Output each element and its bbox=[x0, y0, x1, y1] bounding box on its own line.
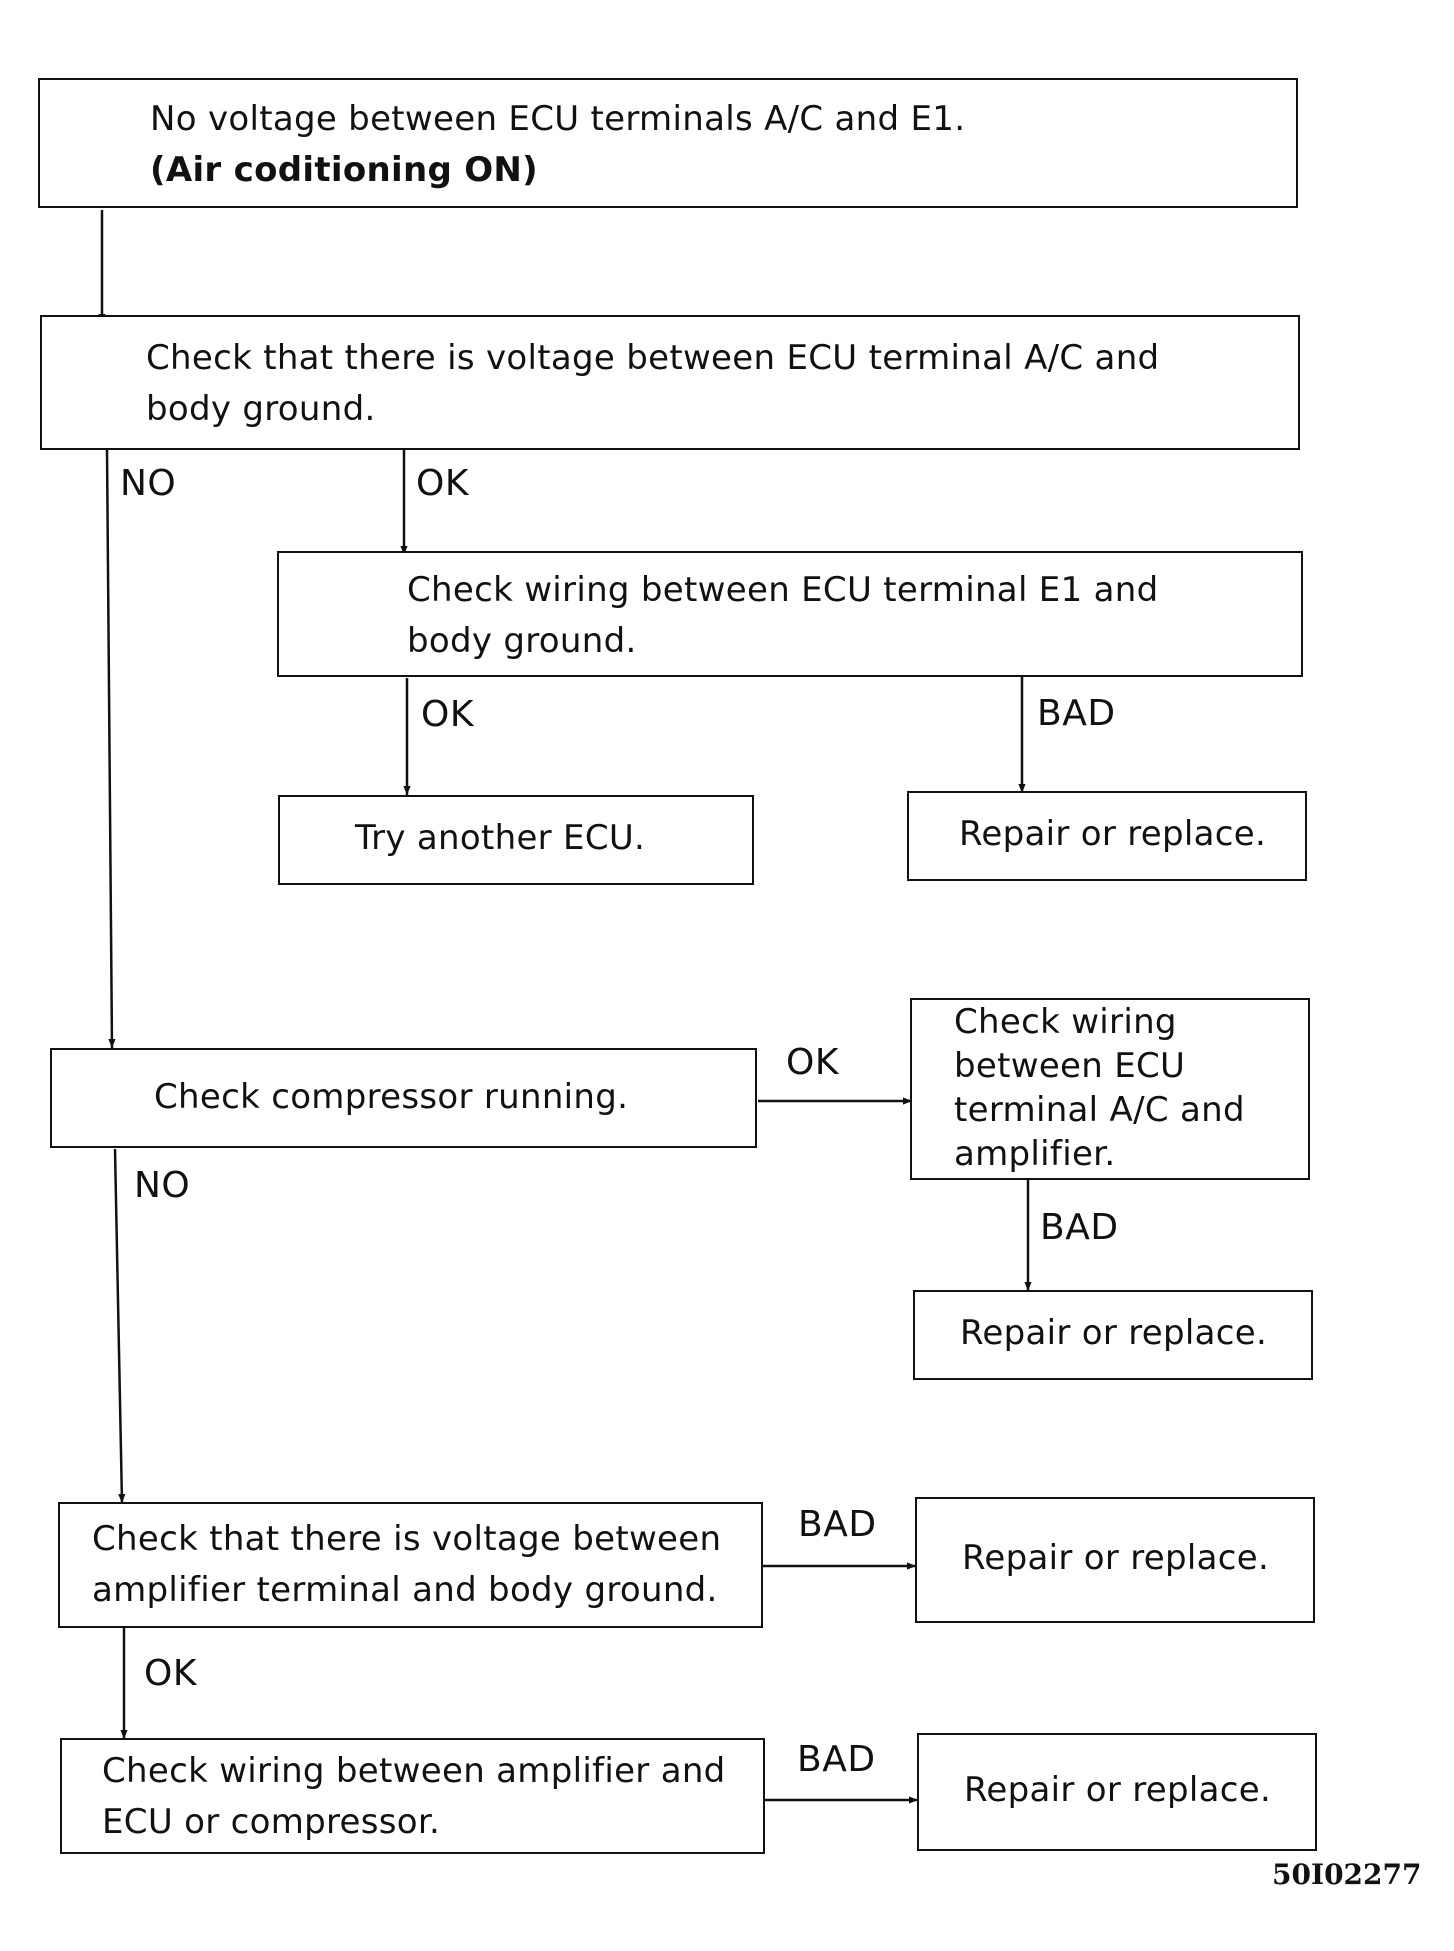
check-amp-wiring-text-2: between ECU bbox=[954, 1046, 1186, 1086]
label-bad-4: BAD bbox=[797, 1739, 876, 1780]
check-amp-ecu-wiring-text-1: Check wiring between amplifier and bbox=[102, 1751, 726, 1791]
check-amp-wiring-text-4: amplifier. bbox=[954, 1134, 1116, 1174]
check-amp-wiring-text-3: terminal A/C and bbox=[954, 1090, 1245, 1130]
start-condition-note: (Air coditioning ON) bbox=[150, 150, 539, 190]
label-bad-1: BAD bbox=[1037, 693, 1116, 734]
check-e1-wiring-text-2: body ground. bbox=[407, 621, 637, 661]
repair-box-3: Repair or replace. bbox=[915, 1497, 1315, 1623]
label-ok-1: OK bbox=[416, 463, 469, 504]
check-e1-wiring-text-1: Check wiring between ECU terminal E1 and bbox=[407, 570, 1159, 610]
label-bad-2: BAD bbox=[1040, 1207, 1119, 1248]
label-no-2: NO bbox=[134, 1165, 191, 1206]
repair-box-1: Repair or replace. bbox=[907, 791, 1307, 881]
label-ok-4: OK bbox=[144, 1653, 197, 1694]
try-another-ecu-text: Try another ECU. bbox=[355, 818, 646, 858]
repair-box-4: Repair or replace. bbox=[917, 1733, 1317, 1851]
check-compressor-box: Check compressor running. bbox=[50, 1048, 757, 1148]
label-no-1: NO bbox=[120, 463, 177, 504]
try-another-ecu-box: Try another ECU. bbox=[278, 795, 754, 885]
arrow-no-to-amp-voltage bbox=[113, 1148, 126, 1504]
start-condition-text: No voltage between ECU terminals A/C and… bbox=[150, 99, 966, 139]
repair-text-3: Repair or replace. bbox=[962, 1538, 1270, 1578]
label-bad-3: BAD bbox=[798, 1504, 877, 1545]
check-amp-wiring-box: Check wiring between ECU terminal A/C an… bbox=[910, 998, 1310, 1180]
repair-text-2: Repair or replace. bbox=[960, 1313, 1268, 1353]
repair-text-1: Repair or replace. bbox=[959, 814, 1267, 854]
figure-code: 50I02277 bbox=[1272, 1858, 1422, 1891]
check-ac-ground-text-1: Check that there is voltage between ECU … bbox=[146, 338, 1160, 378]
check-amp-voltage-box: Check that there is voltage between ampl… bbox=[58, 1502, 763, 1628]
check-compressor-text: Check compressor running. bbox=[154, 1077, 629, 1117]
check-ac-ground-text-2: body ground. bbox=[146, 389, 376, 429]
arrow-no-to-compressor bbox=[105, 449, 116, 1049]
check-e1-wiring-box: Check wiring between ECU terminal E1 and… bbox=[277, 551, 1303, 677]
check-amp-ecu-wiring-text-2: ECU or compressor. bbox=[102, 1802, 441, 1842]
repair-text-4: Repair or replace. bbox=[964, 1770, 1272, 1810]
check-amp-ecu-wiring-box: Check wiring between amplifier and ECU o… bbox=[60, 1738, 765, 1854]
check-ac-ground-box: Check that there is voltage between ECU … bbox=[40, 315, 1300, 450]
label-ok-3: OK bbox=[786, 1042, 839, 1083]
label-ok-2: OK bbox=[421, 694, 474, 735]
check-amp-voltage-text-2: amplifier terminal and body ground. bbox=[92, 1570, 718, 1610]
check-amp-voltage-text-1: Check that there is voltage between bbox=[92, 1519, 722, 1559]
repair-box-2: Repair or replace. bbox=[913, 1290, 1313, 1380]
start-condition-box: No voltage between ECU terminals A/C and… bbox=[38, 78, 1298, 208]
check-amp-wiring-text-1: Check wiring bbox=[954, 1002, 1177, 1042]
